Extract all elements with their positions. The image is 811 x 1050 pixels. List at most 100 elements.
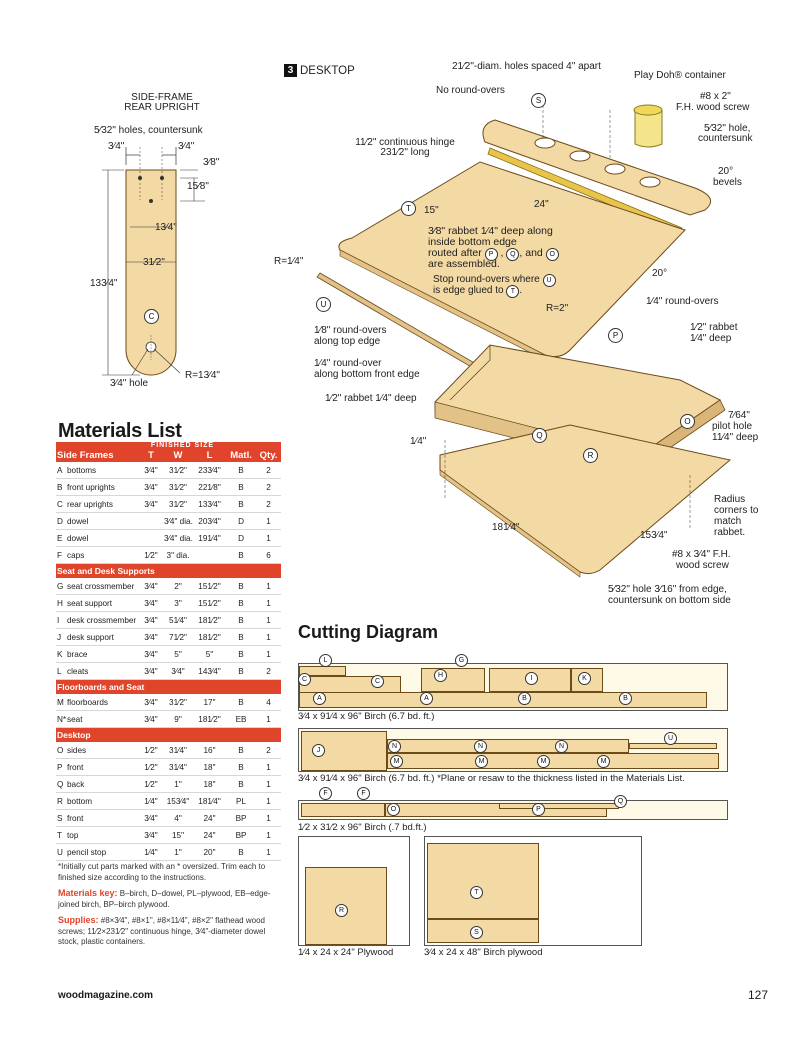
part-id: I	[56, 611, 66, 629]
cut-part-n1: N	[388, 740, 401, 753]
col-qty-header: Qty.	[256, 449, 282, 462]
cutting-diagram-title: Cutting Diagram	[298, 622, 439, 642]
col-w-header: W	[163, 449, 193, 462]
part-width: 3⁄4" dia.	[163, 529, 193, 547]
roundover-bottom-1: 1⁄4" round-over	[314, 358, 382, 369]
part-length: 18"	[193, 758, 227, 776]
part-material: B	[226, 495, 257, 513]
part-quantity: 1	[256, 645, 282, 663]
part-id: S	[56, 809, 66, 827]
board-5-caption: 3⁄4 x 24 x 48" Birch plywood	[424, 947, 543, 958]
dim-34-left: 3⁄4"	[108, 141, 125, 152]
part-c-marker: C	[144, 309, 159, 324]
dim-34-right: 3⁄4"	[178, 141, 195, 152]
materials-list-title: Materials List	[58, 420, 182, 442]
part-id: O	[56, 742, 66, 759]
part-name: desk crossmember	[66, 611, 139, 629]
part-width: 3"	[163, 594, 193, 612]
cut-part-p: P	[532, 803, 545, 816]
part-thickness: 1⁄2"	[139, 775, 163, 793]
part-length: 20"	[193, 843, 227, 861]
part-width: 31⁄4"	[163, 758, 193, 776]
part-id: N*	[56, 710, 66, 728]
part-quantity: 1	[256, 529, 282, 547]
cut-part-b1: B	[518, 692, 531, 705]
part-name: top	[66, 826, 139, 844]
play-doh-label: Play Doh® container	[634, 70, 726, 81]
part-length: 181⁄4"	[193, 792, 227, 810]
rabbet-12-right-1: 1⁄2" rabbet	[690, 322, 738, 333]
part-width: 3⁄4" dia.	[163, 512, 193, 530]
no-roundovers-label: No round-overs	[436, 85, 505, 96]
rabbet-note-1: 3⁄8" rabbet 1⁄4" deep along	[428, 225, 553, 237]
part-material: B	[226, 628, 257, 646]
col-part-header: Side Frames	[56, 449, 139, 462]
part-quantity: 1	[256, 775, 282, 793]
board-3-caption: 1⁄2 x 31⁄2 x 96" Birch (.7 bd.ft.)	[298, 822, 427, 833]
dim-312: 31⁄2"	[143, 257, 165, 268]
desktop-step-number: 3	[284, 64, 297, 77]
part-id: K	[56, 645, 66, 663]
part-quantity: 1	[256, 611, 282, 629]
part-length: 181⁄2"	[193, 611, 227, 629]
fh-screw-label: F.H. wood screw	[676, 102, 750, 113]
part-thickness: 3⁄4"	[139, 478, 163, 496]
dim-24: 24"	[534, 199, 549, 210]
screw-34-2: wood screw	[676, 560, 729, 571]
part-width: 3⁄4"	[163, 662, 193, 680]
countersunk-label: countersunk	[698, 133, 753, 144]
part-name: brace	[66, 645, 139, 663]
part-name: front uprights	[66, 478, 139, 496]
footer-site[interactable]: woodmagazine.com	[58, 990, 154, 1001]
part-id: J	[56, 628, 66, 646]
materials-notes: *Initially cut parts marked with an * ov…	[58, 862, 282, 953]
stop-roundovers-1: Stop round-overs where U	[433, 274, 556, 287]
hole-label: 3⁄4" hole	[110, 378, 149, 389]
part-name: cleats	[66, 662, 139, 680]
part-material: B	[226, 546, 257, 564]
radius-corners-1: Radius	[714, 494, 746, 505]
hole-bottom-1: 5⁄32" hole 3⁄16" from edge,	[608, 584, 727, 595]
part-thickness	[139, 512, 163, 530]
pilot-hole-1: 7⁄64"	[728, 410, 750, 421]
rabbet-12-right-2: 1⁄4" deep	[690, 333, 732, 344]
cut-part-a1: A	[313, 692, 326, 705]
part-name: dowel	[66, 512, 139, 530]
part-quantity: 4	[256, 694, 282, 711]
part-width: 9"	[163, 710, 193, 728]
cut-part-m4: M	[597, 755, 610, 768]
part-name: rear uprights	[66, 495, 139, 513]
part-quantity: 2	[256, 662, 282, 680]
part-width: 3" dia.	[163, 546, 193, 564]
part-material: B	[226, 478, 257, 496]
cut-part-k: K	[578, 672, 591, 685]
part-quantity: 1	[256, 809, 282, 827]
cut-part-c2: C	[371, 675, 384, 688]
board-4-caption: 1⁄4 x 24 x 24" Plywood	[298, 947, 394, 958]
section-header-row: Desktop	[56, 727, 282, 742]
board-2	[298, 728, 728, 772]
screw-34-1: #8 x 3⁄4" F.H.	[672, 549, 731, 560]
part-length: 151⁄2"	[193, 594, 227, 612]
part-width: 31⁄2"	[163, 495, 193, 513]
part-quantity: 1	[256, 628, 282, 646]
part-material: B	[226, 694, 257, 711]
part-material: B	[226, 611, 257, 629]
cut-part-s: S	[470, 926, 483, 939]
part-width: 31⁄2"	[163, 462, 193, 479]
part-id: P	[56, 758, 66, 776]
part-width: 4"	[163, 809, 193, 827]
cut-part-h: H	[434, 669, 447, 682]
part-width: 71⁄2"	[163, 628, 193, 646]
stop-roundovers-2: is edge glued to T.	[433, 285, 523, 298]
radius-2-label: R=2"	[546, 303, 569, 314]
part-length: 133⁄4"	[193, 495, 227, 513]
part-length: 143⁄4"	[193, 662, 227, 680]
